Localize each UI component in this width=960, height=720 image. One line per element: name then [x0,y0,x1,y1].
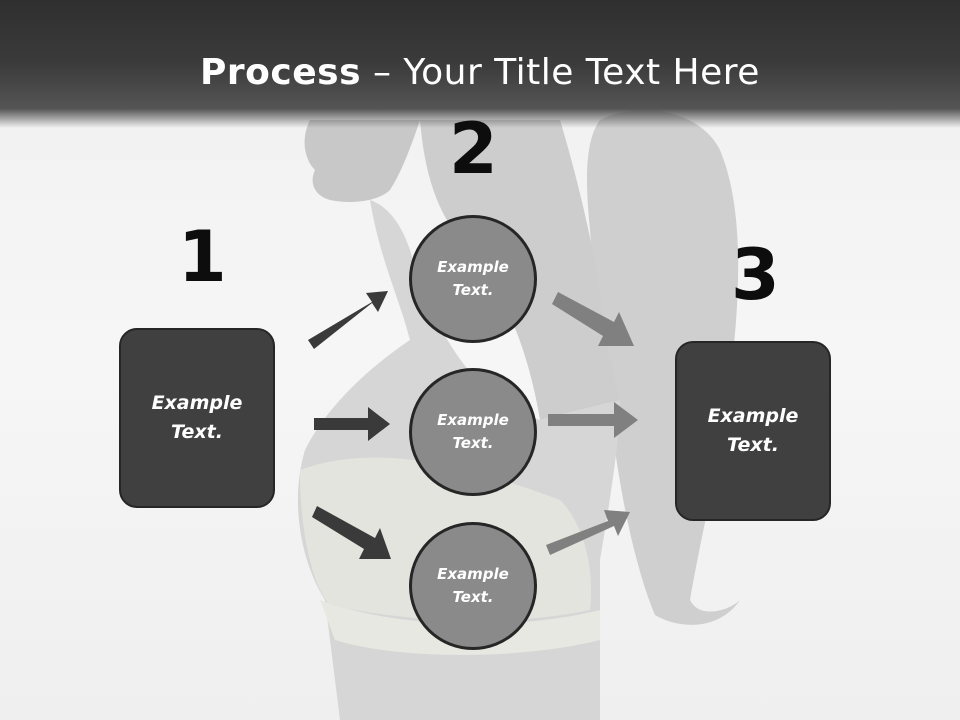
circle-middle-line1: Example [437,411,509,429]
step-3-box: Example Text. [675,341,831,521]
circle-top-line2: Text. [452,281,494,299]
face-silhouette [304,120,420,202]
page-title: Process – Your Title Text Here [0,52,960,93]
circle-bottom-line2: Text. [452,588,494,606]
step-3-text-line2: Text. [727,434,779,456]
step-number-1: 1 [178,216,227,298]
step-2-circle-bottom: Example Text. [409,522,537,650]
step-1-text-line1: Example [151,392,243,414]
title-bold: Process [200,52,362,93]
step-1-box: Example Text. [119,328,275,508]
step-1-text-line2: Text. [171,421,223,443]
step-3-text-line1: Example [707,405,799,427]
step-2-circle-middle: Example Text. [409,368,537,496]
step-number-2: 2 [449,108,498,190]
title-rest: – Your Title Text Here [361,52,760,93]
circle-bottom-line1: Example [437,565,509,583]
step-number-3: 3 [731,234,780,316]
circle-middle-line2: Text. [452,434,494,452]
circle-top-line1: Example [437,258,509,276]
step-2-circle-top: Example Text. [409,215,537,343]
title-bar [0,0,960,128]
